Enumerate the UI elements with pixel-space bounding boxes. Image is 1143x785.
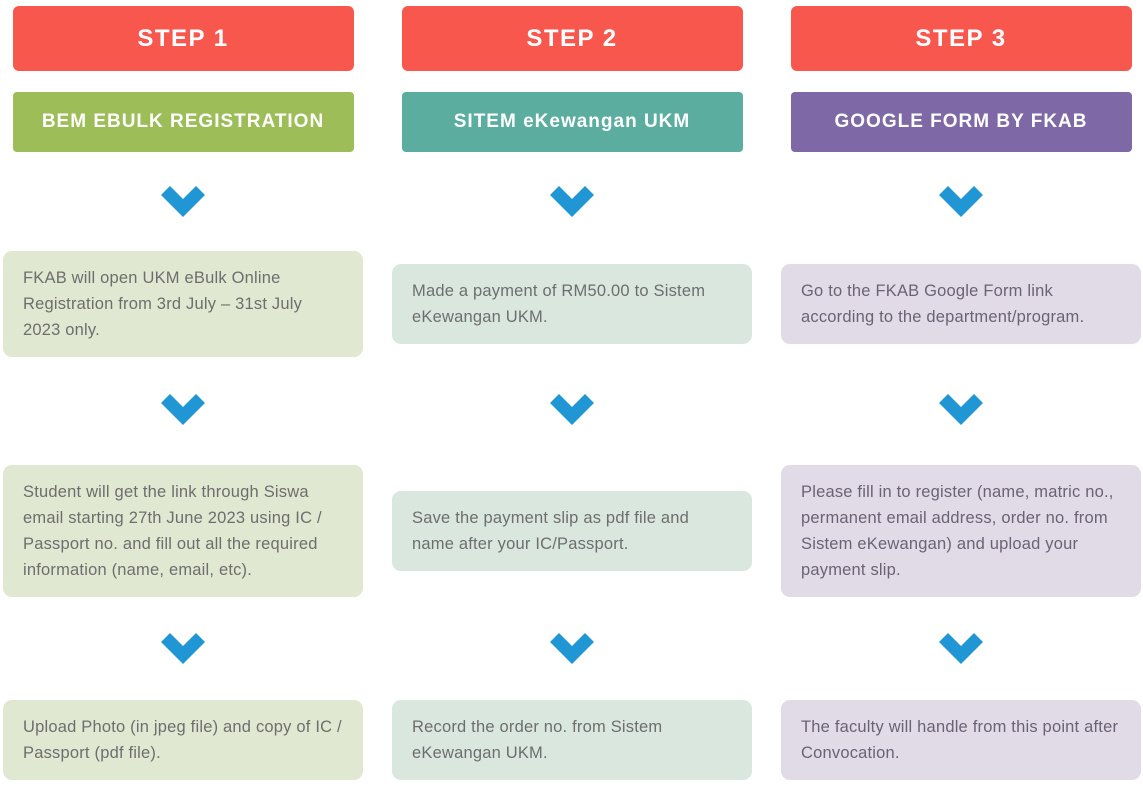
step2-card-2: Save the payment slip as pdf file and na…: [392, 490, 752, 571]
step-3-header: STEP 3: [790, 6, 1132, 71]
card-cell: Please fill in to register (name, matric…: [781, 460, 1141, 601]
card-cell: The faculty will handle from this point …: [781, 695, 1141, 785]
step2-card-1: Made a payment of RM50.00 to Sistem eKew…: [392, 264, 752, 344]
card-cell: FKAB will open UKM eBulk Online Registra…: [3, 250, 363, 358]
card-cell: Student will get the link through Siswa …: [3, 460, 363, 601]
chevron-down-icon: [550, 632, 594, 664]
category-header-bem-ebulk: BEM EBULK REGISTRATION: [12, 92, 354, 152]
step3-card-2: Please fill in to register (name, matric…: [781, 464, 1141, 597]
chevron-down-icon: [550, 185, 594, 217]
arrow-cell: [781, 358, 1141, 460]
chevron-down-icon: [161, 393, 205, 425]
chevron-down-icon: [939, 393, 983, 425]
card-cell: Record the order no. from Sistem eKewang…: [392, 695, 752, 785]
chevron-down-icon: [161, 632, 205, 664]
arrow-cell: [781, 601, 1141, 695]
arrow-cell: [392, 152, 752, 250]
category-header-sitem-ekewangan: SITEM eKewangan UKM: [401, 92, 743, 152]
step-2-header: STEP 2: [401, 6, 743, 71]
card-cell: Made a payment of RM50.00 to Sistem eKew…: [392, 250, 752, 358]
chevron-down-icon: [939, 632, 983, 664]
arrow-cell: [781, 152, 1141, 250]
card-cell: Go to the FKAB Google Form link accordin…: [781, 250, 1141, 358]
step1-card-1: FKAB will open UKM eBulk Online Registra…: [3, 251, 363, 357]
card-cell: Upload Photo (in jpeg file) and copy of …: [3, 695, 363, 785]
chevron-down-icon: [550, 393, 594, 425]
arrow-cell: [3, 152, 363, 250]
card-cell: Save the payment slip as pdf file and na…: [392, 460, 752, 601]
chevron-down-icon: [939, 185, 983, 217]
arrow-cell: [3, 601, 363, 695]
arrow-cell: [3, 358, 363, 460]
arrow-cell: [392, 358, 752, 460]
step2-card-3: Record the order no. from Sistem eKewang…: [392, 700, 752, 780]
step3-card-3: The faculty will handle from this point …: [781, 700, 1141, 780]
step1-card-2: Student will get the link through Siswa …: [3, 464, 363, 597]
category-header-google-form: GOOGLE FORM BY FKAB: [790, 92, 1132, 152]
arrow-cell: [392, 601, 752, 695]
chevron-down-icon: [161, 185, 205, 217]
step-1-header: STEP 1: [12, 6, 354, 71]
step3-card-1: Go to the FKAB Google Form link accordin…: [781, 264, 1141, 344]
step1-card-3: Upload Photo (in jpeg file) and copy of …: [3, 700, 363, 780]
